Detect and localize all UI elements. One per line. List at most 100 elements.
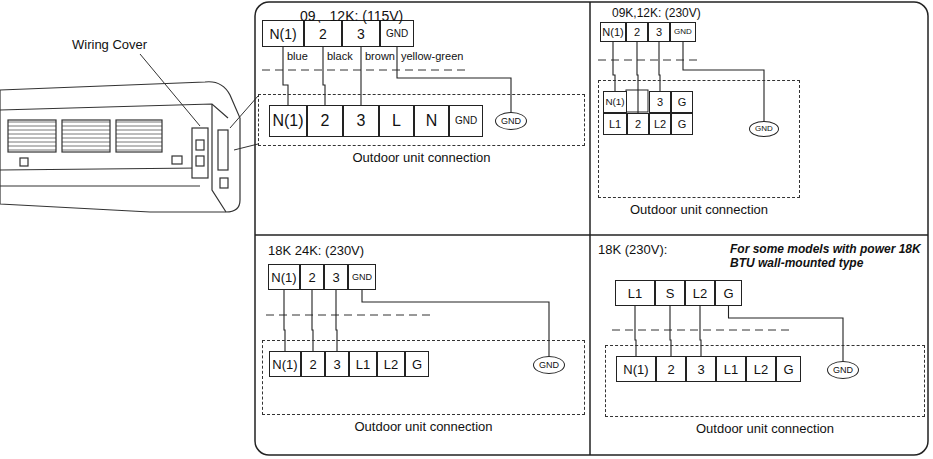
terminal-label: N(1): [272, 113, 303, 129]
terminal-cell: G: [715, 280, 742, 306]
terminal-label: 2: [308, 271, 315, 284]
terminal-label: L1: [356, 358, 370, 371]
terminal-cell: 3: [325, 351, 349, 377]
terminal-cell: L: [379, 105, 414, 137]
terminal-cell: GND: [380, 20, 414, 47]
wiring-panel: 18K (230V):For some models with power 18…: [590, 235, 928, 455]
box-caption: Outdoor unit connection: [263, 420, 584, 434]
terminal-cell: 3: [343, 105, 379, 137]
outdoor-terminal-box: Outdoor unit connectionN(1)23L1L2GGND: [262, 340, 585, 415]
terminal-cell: N(1): [269, 351, 301, 377]
terminal-cell: 3: [342, 20, 380, 47]
outdoor-terminal-box: Outdoor unit connectionN(1)3GL12L2GGND: [598, 80, 800, 198]
wire: [635, 306, 636, 356]
wire: [336, 290, 337, 351]
wire: [683, 42, 764, 121]
wire: [323, 47, 325, 105]
wiring-panel: 09K,12K: (230V)N(1)23GNDOutdoor unit con…: [590, 2, 928, 235]
terminal-cell: G: [671, 113, 693, 135]
wire: [729, 306, 844, 361]
terminal-cell: L1: [716, 356, 746, 382]
terminal-cell: G: [776, 356, 801, 382]
ground-symbol: GND: [827, 361, 859, 379]
terminal-cell: 3: [648, 22, 670, 42]
ground-symbol: GND: [495, 112, 527, 130]
blank-terminal: [626, 90, 648, 112]
outdoor-terminal-box: Outdoor unit connectionN(1)23LNGNDGND: [258, 94, 585, 146]
terminal-cell: G: [671, 91, 693, 113]
terminal-label: 3: [332, 271, 339, 284]
wire: [284, 290, 285, 351]
terminal-cell: 3: [324, 264, 348, 290]
terminal-label: 3: [656, 27, 662, 38]
terminal-label: L1: [724, 363, 738, 376]
terminal-cell: L2: [746, 356, 776, 382]
terminal-label: 3: [697, 363, 704, 376]
terminal-label: 2: [635, 119, 641, 130]
terminal-label: 2: [319, 27, 327, 41]
terminal-label: G: [723, 287, 733, 300]
terminal-cell: GND: [670, 22, 696, 42]
terminal-cell: G: [405, 351, 429, 377]
terminal-cell: 3: [686, 356, 716, 382]
terminal-label: N(1): [272, 358, 297, 371]
terminal-cell: S: [655, 280, 685, 306]
terminal-cell: N: [414, 105, 449, 137]
terminal-label: 3: [333, 358, 340, 371]
terminal-label: S: [666, 287, 675, 300]
ground-label: GND: [833, 366, 853, 375]
terminal-label: N(1): [602, 27, 623, 38]
terminal-cell: GND: [449, 105, 483, 137]
wire: [670, 306, 671, 356]
terminal-label: N(1): [269, 27, 296, 41]
box-caption: Outdoor unit connection: [259, 151, 584, 165]
terminal-label: N: [426, 113, 438, 129]
terminal-cell: N(1): [268, 264, 300, 290]
terminal-label: 2: [321, 113, 330, 129]
terminal-label: 3: [657, 97, 663, 108]
wiring-panel: 09、12K: (115V)N(1)23GNDOutdoor unit conn…: [255, 2, 590, 235]
wire: [700, 306, 701, 356]
terminal-label: L2: [693, 287, 707, 300]
terminal-cell: L1: [603, 113, 627, 135]
panel-title: 18K (230V):: [598, 243, 667, 257]
terminal-cell: L2: [377, 351, 405, 377]
panel-frame: [255, 2, 928, 455]
dashed-separator: [262, 60, 790, 330]
terminal-label: G: [783, 363, 793, 376]
terminal-label: N(1): [271, 271, 296, 284]
terminal-label: L2: [654, 119, 666, 130]
terminal-label: L1: [628, 287, 642, 300]
box-caption: Outdoor unit connection: [606, 422, 924, 436]
ground-label: GND: [755, 125, 773, 133]
wire: [362, 290, 549, 356]
wire-color-label: yellow-green: [400, 50, 464, 62]
wire: [397, 47, 511, 112]
ground-label: GND: [501, 117, 521, 126]
leader-line: [140, 54, 200, 126]
terminal-label: GND: [455, 116, 477, 126]
terminal-cell: 2: [656, 356, 686, 382]
terminal-label: L2: [754, 363, 768, 376]
terminal-cell: N(1): [262, 20, 304, 47]
terminal-cell: L1: [615, 280, 655, 306]
wire-color-label: blue: [286, 50, 309, 62]
terminal-cell: L1: [349, 351, 377, 377]
panel-divider: [255, 234, 928, 236]
terminal-cell: GND: [348, 264, 376, 290]
wire: [637, 42, 638, 113]
terminal-label: 3: [357, 27, 365, 41]
wire: [613, 42, 615, 91]
ground-symbol: GND: [749, 121, 779, 137]
terminal-label: 3: [357, 113, 366, 129]
terminal-cell: N(1): [603, 91, 627, 113]
terminal-label: G: [678, 119, 687, 130]
terminal-label: L: [392, 113, 401, 129]
terminal-label: 2: [667, 363, 674, 376]
ground-symbol: GND: [533, 356, 565, 374]
terminal-cell: 3: [649, 91, 671, 113]
terminal-label: 2: [634, 27, 640, 38]
terminal-cell: N(1): [600, 22, 626, 42]
terminal-cell: L2: [685, 280, 715, 306]
